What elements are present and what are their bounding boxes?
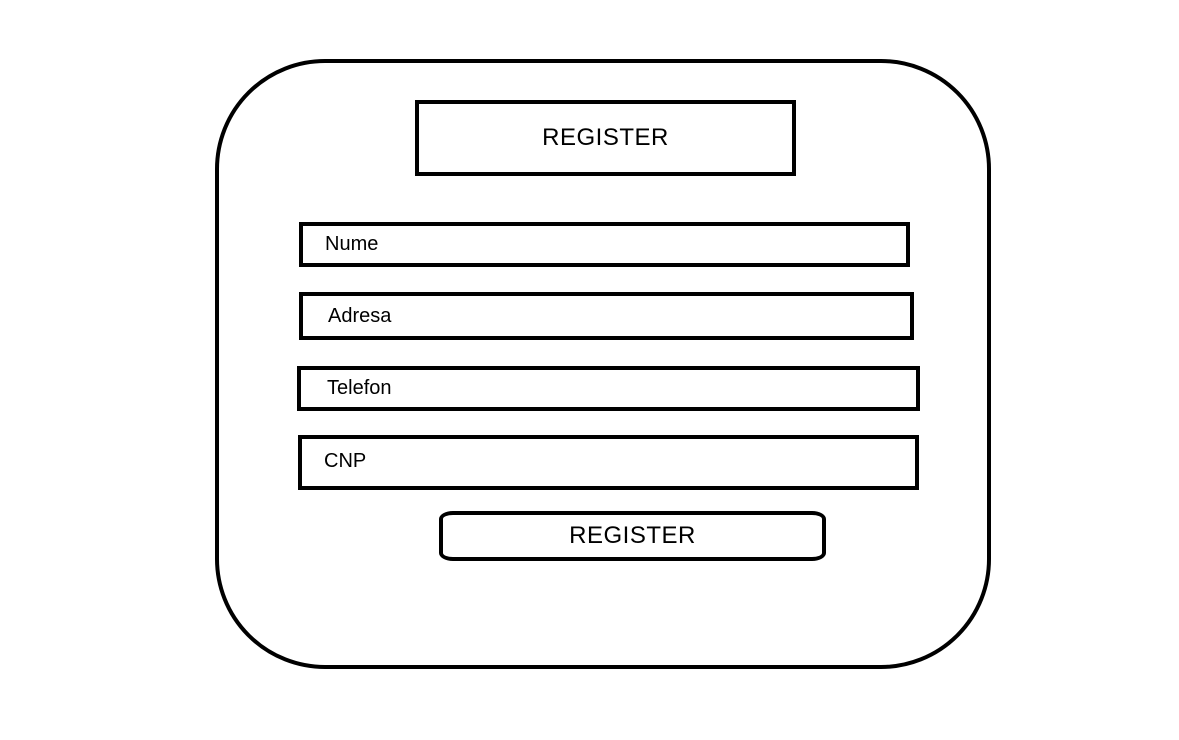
page-title-box: REGISTER: [415, 100, 796, 176]
adresa-field-placeholder: Adresa: [328, 304, 392, 327]
cnp-field[interactable]: CNP: [298, 435, 919, 490]
register-panel: [215, 59, 991, 669]
telefon-field[interactable]: Telefon: [297, 366, 920, 411]
nume-field[interactable]: Nume: [299, 222, 910, 267]
cnp-field-placeholder: CNP: [324, 450, 367, 472]
register-button-label: REGISTER: [569, 522, 696, 549]
telefon-field-placeholder: Telefon: [327, 377, 392, 399]
page-title: REGISTER: [542, 124, 669, 151]
adresa-field[interactable]: Adresa: [299, 292, 914, 340]
nume-field-placeholder: Nume: [325, 233, 379, 255]
register-button[interactable]: REGISTER: [439, 511, 826, 561]
